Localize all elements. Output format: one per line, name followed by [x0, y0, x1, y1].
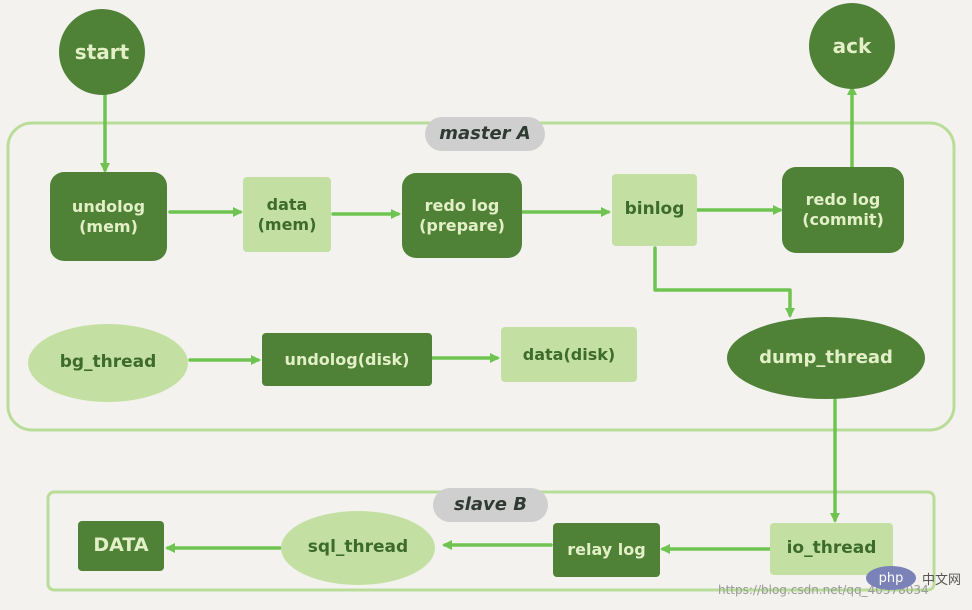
io-thread-node [770, 523, 893, 575]
php-logo: php [866, 566, 916, 590]
dump-thread-node [727, 317, 925, 399]
relay-log-node [553, 523, 660, 577]
redo-commit-node [782, 167, 904, 253]
sql-thread-node [281, 511, 435, 585]
bg-thread-node [28, 324, 188, 402]
master-a-tag [425, 117, 545, 151]
start-node [59, 9, 145, 95]
binlog-node [612, 174, 697, 246]
undolog-mem-node [50, 172, 167, 261]
data-disk-node [501, 327, 637, 382]
php-site-label: 中文网 [922, 573, 962, 588]
redo-prepare-node [402, 173, 522, 258]
data-mem-node [243, 177, 331, 252]
arrow-binlog-to-dump-thread [653, 246, 795, 318]
undolog-disk-node [262, 333, 432, 386]
ack-node [809, 3, 895, 89]
data-node [78, 521, 164, 571]
slave-b-tag [433, 488, 548, 522]
